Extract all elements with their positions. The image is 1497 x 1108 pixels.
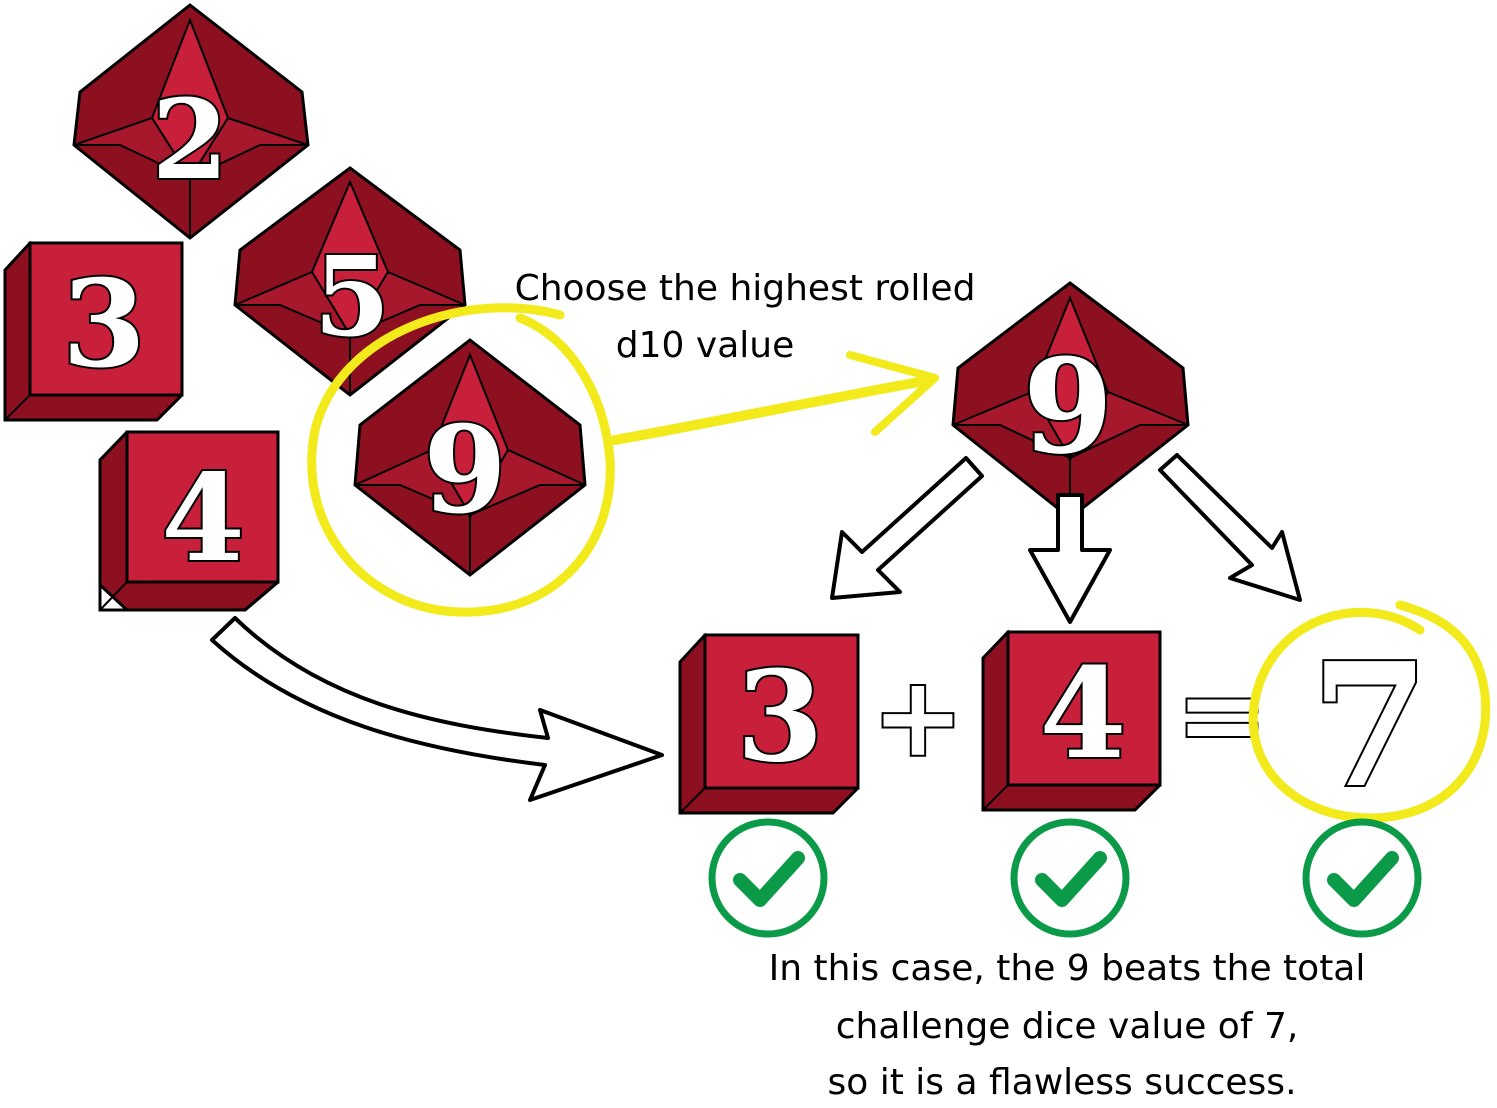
d10-value: 9	[423, 400, 507, 541]
check-icon	[1010, 818, 1130, 938]
instruction-line-2: d10 value	[616, 325, 794, 366]
d6-value: 4	[161, 448, 245, 589]
conclusion-line-3: so it is a flawless success.	[827, 1062, 1296, 1103]
d6-die-3: 3	[3, 240, 184, 422]
total-value: 7	[1311, 626, 1429, 826]
d10-value: 2	[152, 75, 229, 204]
selected-d10-value: 9	[1023, 330, 1113, 483]
plus-sign: +	[872, 652, 964, 781]
equation-die-value: 3	[737, 644, 824, 790]
highlight-circle-total	[1248, 600, 1491, 823]
check-icon	[1302, 818, 1422, 938]
conclusion-line-1: In this case, the 9 beats the total	[769, 948, 1366, 989]
selected-d10-die: 9	[951, 281, 1190, 520]
equation-die-4: 4	[981, 629, 1162, 812]
equation-die-3: 3	[678, 632, 860, 815]
d10-die-5: 5	[233, 166, 467, 397]
highlight-circle-selected	[307, 303, 615, 617]
equation-die-value: 4	[1040, 641, 1127, 787]
d10-die-2: 2	[72, 3, 310, 240]
check-icon	[708, 818, 828, 938]
arrow-to-total-7	[1158, 453, 1302, 602]
d6-die-4: 4	[98, 430, 280, 612]
conclusion-line-2: challenge dice value of 7,	[836, 1006, 1299, 1047]
instruction-line-1: Choose the highest rolled	[515, 268, 976, 309]
arrow-to-die-4	[1028, 493, 1112, 624]
arrow-to-die-3	[830, 456, 984, 600]
d10-die-9: 9	[353, 338, 587, 577]
curved-arrow-to-equation	[210, 616, 664, 802]
selection-arrow	[610, 351, 939, 445]
d6-value: 3	[62, 254, 146, 395]
